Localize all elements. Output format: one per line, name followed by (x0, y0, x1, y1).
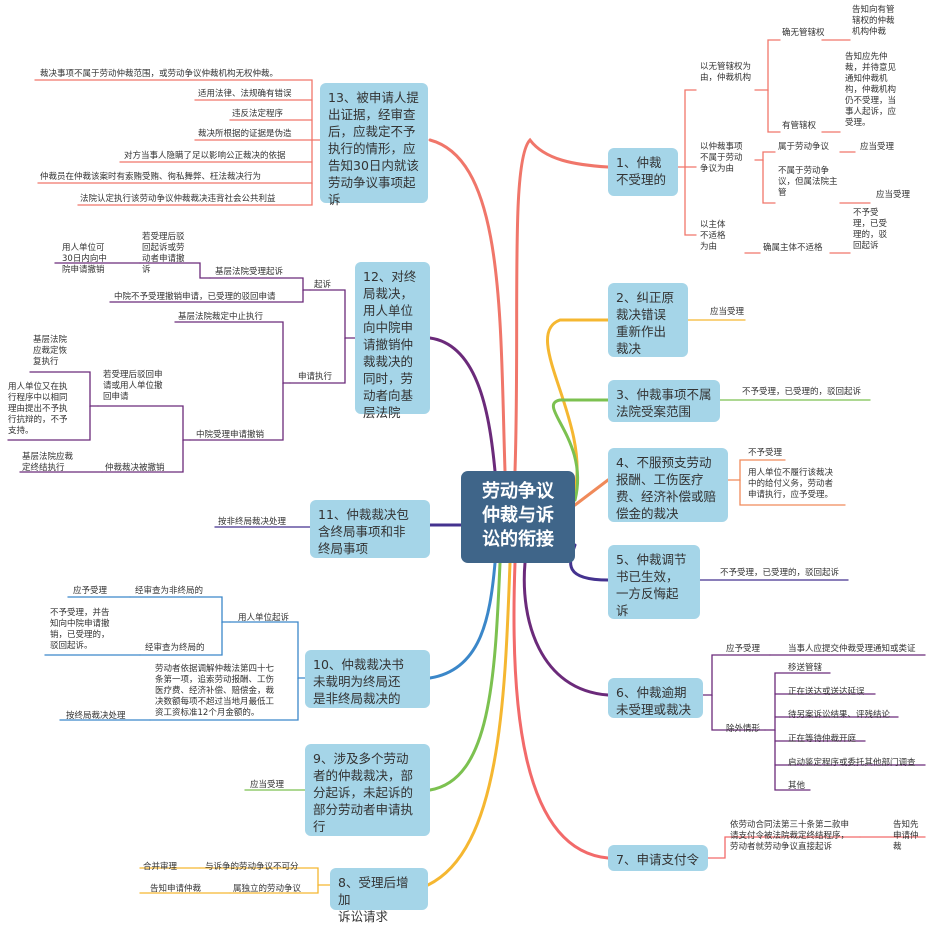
n12-intermediate-court-rejects: 中院不予受理撤销申请，已受理的驳回申请 (114, 292, 276, 302)
branch-13-non-enforcement[interactable]: 13、被申请人提 出证据，经审查 后，应裁定不予 执行的情形，应 告知30日内就… (320, 83, 428, 207)
n1-refer-competent-body: 告知向有管 辖权的仲裁 机构仲裁 (852, 5, 895, 37)
branch-7-payment-order[interactable]: 7、申请支付令 (608, 845, 708, 871)
branch-5-mediation-effective[interactable]: 5、仲裁调节 书已生效， 一方反悔起 诉 (608, 545, 700, 619)
n1-arbitrate-first-note: 告知应先仲 裁，并待意见 通知仲裁机 构，仲裁机构 仍不受理，当 事人起诉，应 … (845, 52, 897, 128)
n10-employer-sues: 用人单位起诉 (238, 613, 290, 623)
n6-exception-item: 启动鉴定程序或委托其他部门调查 (788, 758, 916, 768)
n8-merge-trial: 合并审理 (143, 862, 178, 872)
n1-is-labor-dispute: 属于劳动争议 (778, 142, 830, 152)
n5-reject-dismiss: 不予受理，已受理的，驳回起诉 (720, 568, 840, 578)
n12-suspend-enforcement: 基层法院裁定中止执行 (178, 312, 264, 322)
n4-enforcement-note: 用人单位不履行该裁决 中的给付义务，劳动者 申请执行，应予受理。 (748, 468, 834, 500)
n12-ruling-revoked: 仲裁裁决被撤销 (105, 463, 165, 473)
n1-court-competent: 不属于劳动争 议，但属法院主 管 (778, 166, 838, 198)
n12-dismissed-or-withdrawn: 若受理后驳 回起诉或劳 动者申请撤 诉 (142, 232, 185, 275)
n7-payment-order-terminated: 依劳动合同法第三十条第二款申 请支付令被法院裁定终结程序， 劳动者就劳动争议直接… (730, 820, 850, 852)
n6-exception-item: 待另案诉讼结果、评残结论 (788, 710, 891, 720)
n10-treat-as-final: 按终局裁决处理 (66, 711, 126, 721)
n12-resume-enforcement: 基层法院 应裁定恢 复执行 (33, 335, 68, 367)
n1-has-jurisdiction: 有管辖权 (782, 121, 817, 131)
n1-should-accept-1: 应当受理 (860, 142, 895, 152)
n13-condition-item: 裁决事项不属于劳动仲裁范围，或劳动争议仲裁机构无权仲裁。 (40, 69, 279, 79)
branch-3-out-of-court-scope[interactable]: 3、仲裁事项不属 法院受案范围 (608, 380, 720, 422)
n12-employer-30-days: 用人单位可 30日内向中 院申请撤销 (62, 243, 107, 275)
n1-should-accept-2: 应当受理 (876, 190, 911, 200)
n12-basic-court-accepts: 基层法院受理起诉 (215, 267, 284, 277)
n12-terminate-enforcement: 基层法院应裁 定终结执行 (22, 452, 74, 473)
branch-2-correct-ruling[interactable]: 2、纠正原 裁决错误 重新作出 裁决 (608, 283, 688, 357)
n12-revoke-dismissed: 若受理后驳回申 请或用人单位撤 回申请 (103, 370, 163, 402)
n13-condition-item: 违反法定程序 (232, 109, 284, 119)
branch-6-overdue-arbitration[interactable]: 6、仲裁逾期 未受理或裁决 (608, 678, 703, 718)
n4-not-accepted: 不予受理 (748, 448, 783, 458)
n1-reject-dismiss: 不予受 理，已受 理的，驳 回起诉 (853, 208, 888, 251)
central-topic[interactable]: 劳动争议 仲裁与诉 讼的衔接 (461, 471, 575, 563)
branch-11-mixed-finality[interactable]: 11、仲裁裁决包 含终局事项和非 终局事项 (310, 500, 430, 558)
n10-should-accept: 应予受理 (73, 586, 108, 596)
n13-condition-item: 裁决所根据的证据是伪造 (198, 129, 292, 139)
n12-same-reason-defense: 用人单位又在执 行程序中以相同 理由提出不予执 行抗辩的，不予 支持。 (8, 382, 68, 436)
n12-apply-enforcement: 申请执行 (298, 372, 333, 382)
n10-final-reviewed: 经审查为终局的 (145, 643, 205, 653)
n3-reject-dismiss: 不予受理，已受理的，驳回起诉 (742, 387, 862, 397)
n1-no-jurisdiction-claim: 以无管辖权为 由，仲裁机构 (700, 62, 752, 83)
n10-non-final-reviewed: 经审查为非终局的 (135, 586, 204, 596)
n13-condition-item: 法院认定执行该劳动争议仲裁裁决违背社会公共利益 (80, 194, 276, 204)
n12-intermediate-accepts-revoke: 中院受理申请撤销 (196, 430, 265, 440)
n1-not-labor-dispute-claim: 以仲裁事项 不属于劳动 争议为由 (700, 142, 743, 174)
n6-exceptions: 除外情形 (726, 724, 761, 734)
n6-should-accept: 应予受理 (726, 644, 761, 654)
n8-inseparable-dispute: 与诉争的劳动争议不可分 (205, 862, 299, 872)
n13-condition-item: 仲裁员在仲裁该案时有索贿受贿、徇私舞弊、枉法裁决行为 (40, 172, 262, 182)
n8-independent-dispute: 属独立的劳动争议 (233, 884, 302, 894)
branch-9-multiple-workers[interactable]: 9、涉及多个劳动 者的仲裁裁决，部 分起诉，未起诉的 部分劳动者申请执 行 (305, 744, 430, 836)
branch-1-unaccepted-arbitration[interactable]: 1、仲裁 不受理的 (608, 148, 678, 196)
n6-submit-notice: 当事人应提交仲裁受理通知或类证 (788, 644, 916, 654)
n1-truly-unqualified: 确属主体不适格 (763, 243, 823, 253)
n13-condition-item: 对方当事人隐瞒了足以影响公正裁决的依据 (124, 151, 286, 161)
branch-4-advance-payment-ruling[interactable]: 4、不服预支劳动 报酬、工伤医疗 费、经济补偿或赔 偿金的裁决 (608, 448, 728, 522)
n10-reject-revoke-note: 不予受理，并告 知向中院申请撤 销，已受理的， 驳回起诉。 (50, 608, 110, 651)
n6-exception-item: 移送管辖 (788, 663, 823, 673)
n7-apply-arbitration-first: 告知先 申请仲 裁 (893, 820, 919, 852)
n13-condition-item: 适用法律、法规确有错误 (198, 89, 292, 99)
branch-8-added-claims[interactable]: 8、受理后增加 诉讼请求 (330, 868, 428, 924)
n9-should-accept: 应当受理 (250, 780, 285, 790)
branch-10-unspecified-finality[interactable]: 10、仲裁裁决书 未载明为终局还 是非终局裁决的 (305, 650, 430, 708)
n8-apply-arbitration: 告知申请仲裁 (150, 884, 202, 894)
n1-truly-no-jurisdiction: 确无管辖权 (782, 28, 825, 38)
n6-exception-item: 正在送达或送达延误 (788, 687, 865, 697)
n1-unqualified-subject-claim: 以主体 不适格 为由 (700, 220, 726, 252)
branch-12-final-ruling-dual-action[interactable]: 12、对终 局裁决， 用人单位 向中院申 请撤销仲 裁裁决的 同时，劳 动者向基… (355, 262, 430, 420)
n2-should-accept: 应当受理 (710, 307, 745, 317)
n11-treat-as-non-final: 按非终局裁决处理 (218, 517, 287, 527)
n6-exception-item: 其他 (788, 781, 806, 791)
n10-worker-claim-condition: 劳动者依据调解仲裁法第四十七 条第一项，追索劳动报酬、工伤 医疗费、经济补偿、赔… (155, 664, 275, 718)
n12-lawsuit: 起诉 (314, 280, 332, 290)
n6-exception-item: 正在等待仲裁开庭 (788, 734, 857, 744)
